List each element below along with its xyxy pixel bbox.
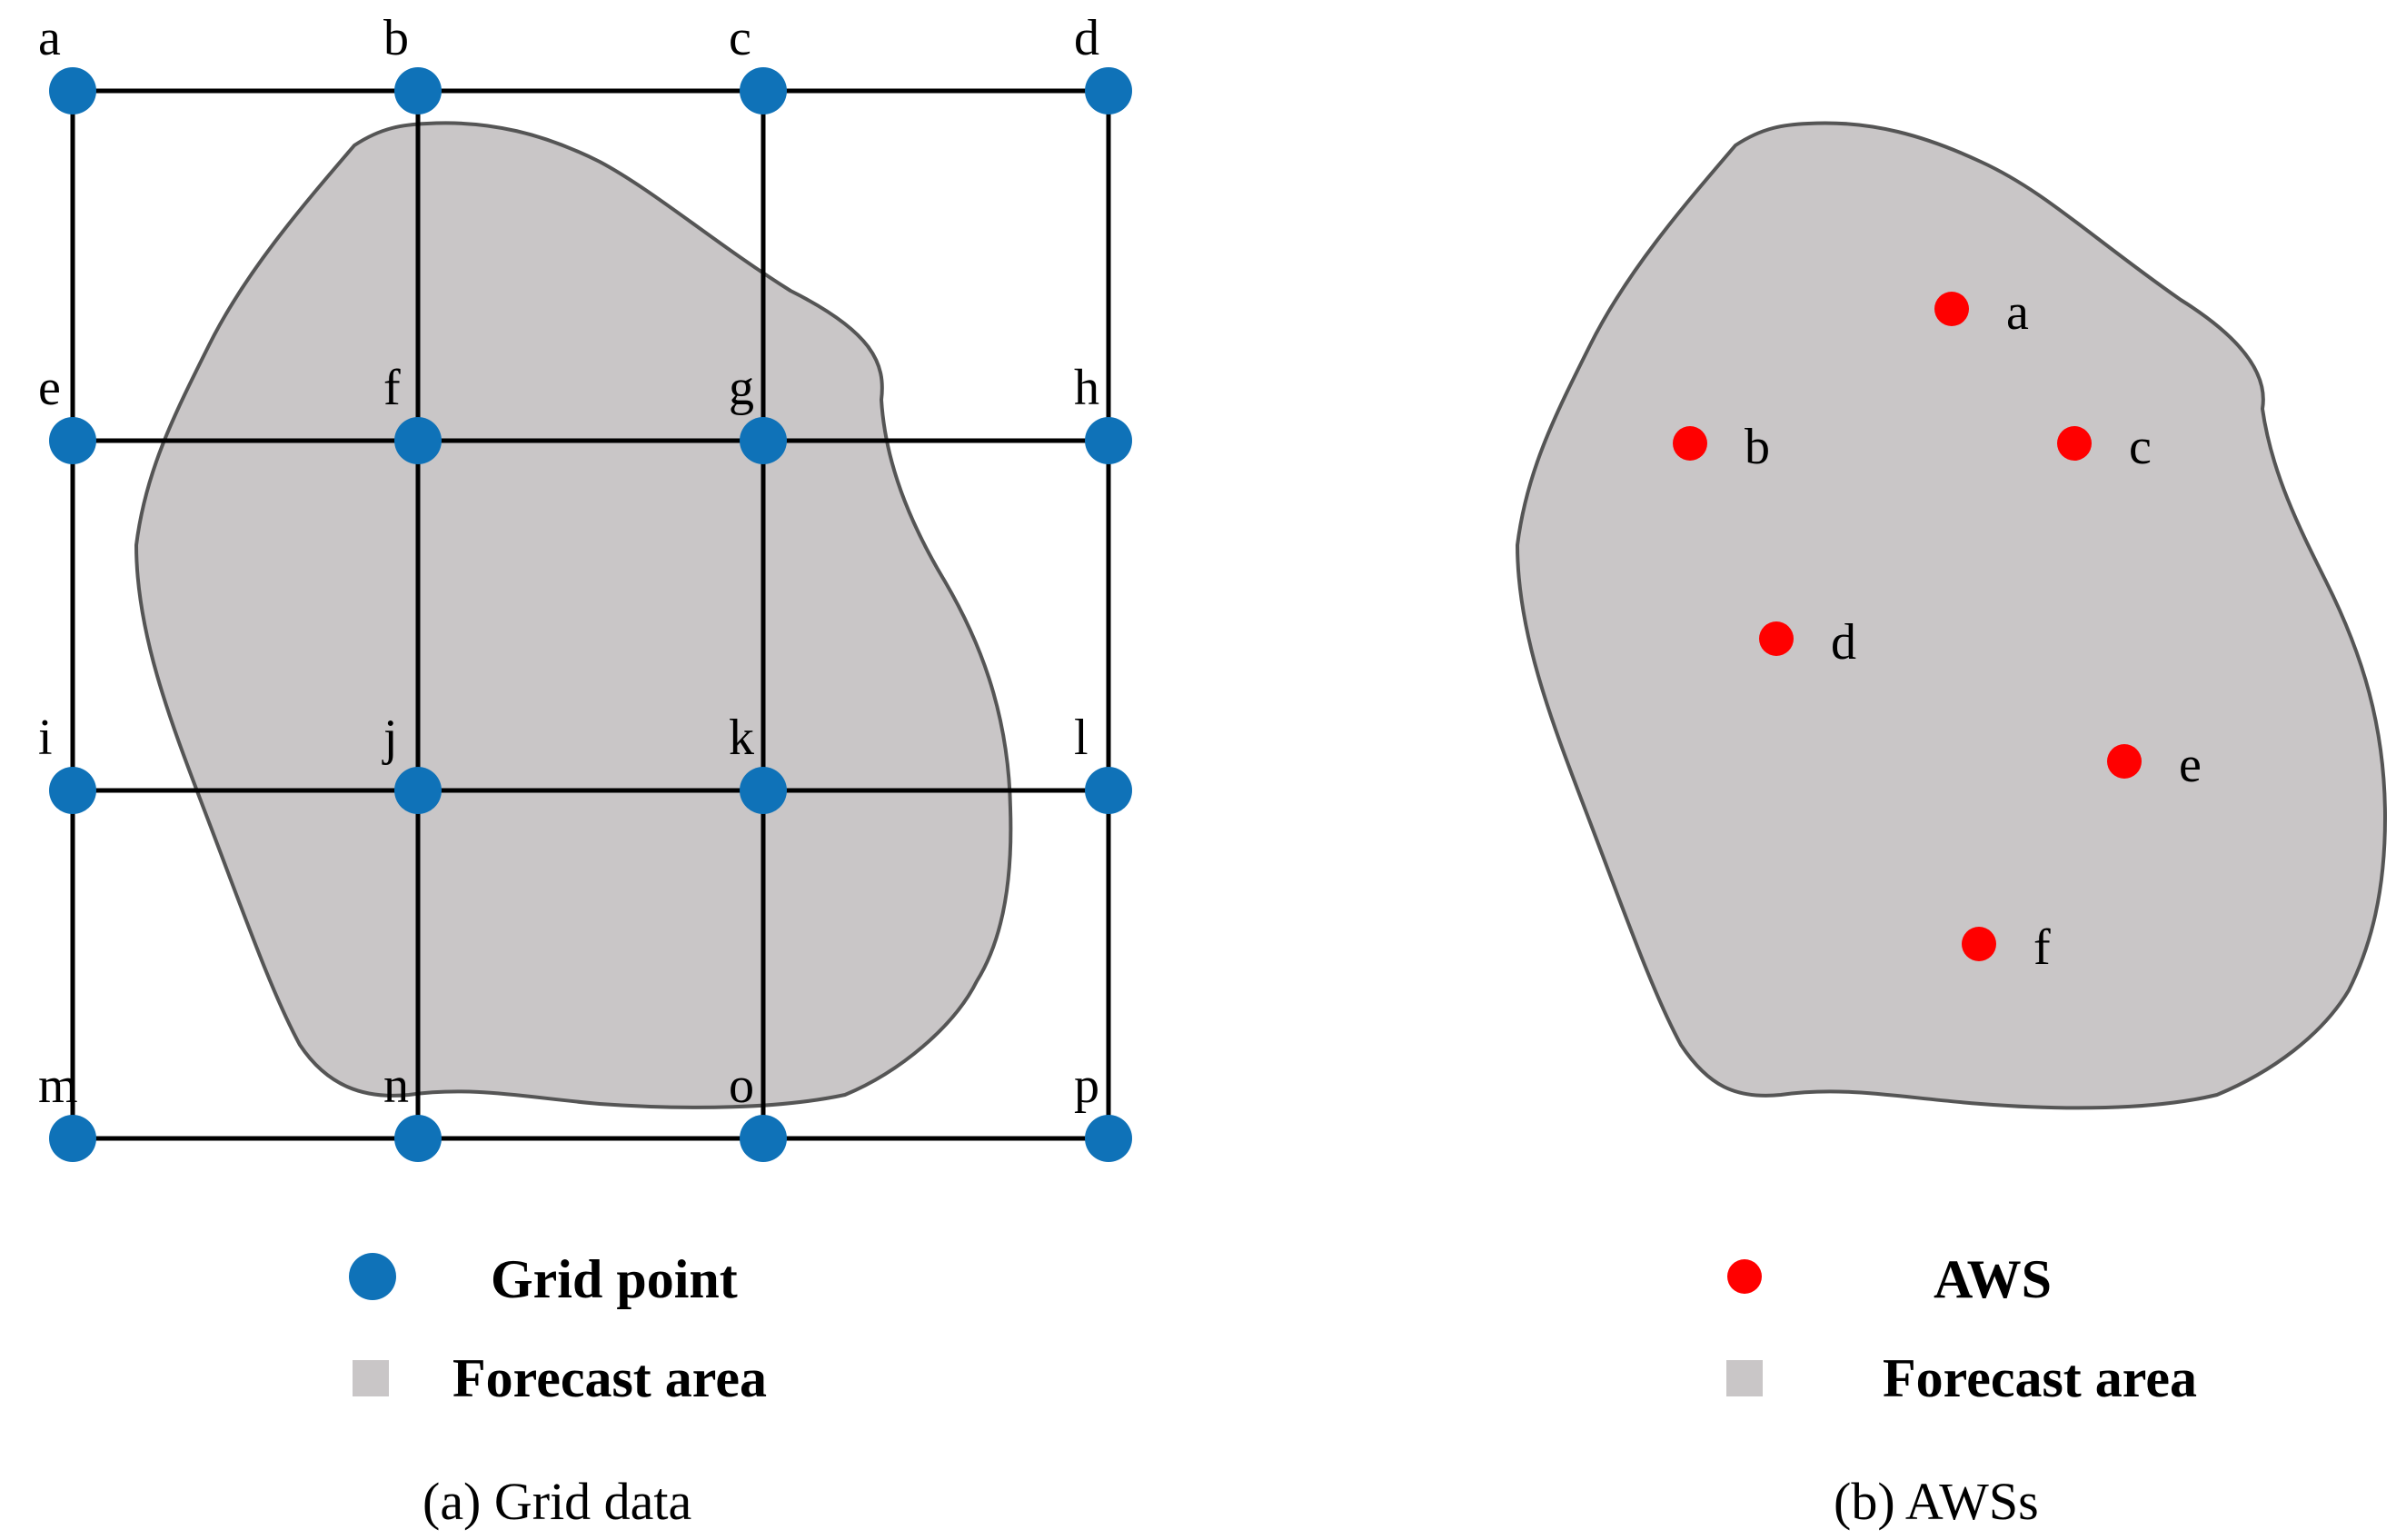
aws-label-c: c [2129,419,2152,475]
aws-label-d: d [1831,614,1856,671]
aws-point-d [1759,621,1794,656]
grid-point-n [394,1115,442,1162]
aws-label-a: a [2006,284,2029,341]
forecast-area-shape-b [1515,121,2388,1110]
aws-points [1673,292,2142,961]
aws-legend-label: AWS [1934,1249,2052,1309]
aws-point-a [1934,292,1969,326]
grid-lines [70,88,1111,1141]
grid-point-label-m: m [38,1058,78,1114]
grid-point-l [1085,767,1132,814]
grid-point-label-b: b [383,10,409,66]
grid-point-b [394,67,442,114]
forecast-area-legend-marker-a [353,1360,389,1396]
grid-point-f [394,417,442,464]
aws-point-c [2057,426,2092,461]
grid-point-k [740,767,787,814]
grid-point-c [740,67,787,114]
grid-points [49,67,1132,1162]
forecast-area-legend-label-a: Forecast area [452,1348,767,1408]
grid-point-label-l: l [1074,710,1089,766]
grid-point-m [49,1115,96,1162]
aws-label-f: f [2033,919,2051,976]
grid-point-legend-label: Grid point [491,1249,738,1309]
grid-point-label-a: a [38,10,61,66]
grid-point-e [49,417,96,464]
forecast-area-legend-marker-b [1726,1360,1763,1396]
grid-point-label-n: n [383,1058,409,1114]
grid-point-label-f: f [383,360,401,416]
grid-point-label-i: i [38,710,53,766]
grid-point-label-e: e [38,360,61,416]
aws-label-b: b [1745,419,1770,475]
aws-label-e: e [2179,737,2202,793]
grid-point-label-k: k [729,710,754,766]
aws-point-b [1673,426,1707,461]
grid-point-j [394,767,442,814]
grid-point-label-o: o [729,1058,754,1114]
grid-point-label-j: j [382,710,398,766]
aws-point-e [2107,744,2142,779]
aws-labels: a b c d e f [1745,284,2202,976]
grid-point-a [49,67,96,114]
forecast-area-legend-label-b: Forecast area [1883,1348,2197,1408]
grid-point-d [1085,67,1132,114]
grid-point-i [49,767,96,814]
panel-a: a b c d e f g h i j k l m n o p [38,10,1132,1162]
grid-point-legend-marker [349,1253,396,1300]
forecast-area-shape-a [134,121,1013,1109]
legend-a: Grid point Forecast area (a) Grid data [349,1249,767,1531]
panel-b: a b c d e f [1515,121,2388,1110]
grid-point-label-d: d [1074,10,1099,66]
grid-point-g [740,417,787,464]
legend-b: AWS Forecast area (b) AWSs [1726,1249,2197,1531]
aws-legend-marker [1727,1259,1762,1294]
aws-point-f [1962,927,1996,961]
grid-point-label-c: c [729,10,751,66]
caption-a: (a) Grid data [423,1472,691,1531]
grid-point-label-p: p [1074,1058,1099,1114]
grid-point-label-h: h [1074,360,1099,416]
grid-point-p [1085,1115,1132,1162]
caption-b: (b) AWSs [1834,1472,2039,1531]
grid-point-h [1085,417,1132,464]
grid-point-o [740,1115,787,1162]
grid-labels: a b c d e f g h i j k l m n o p [38,10,1099,1114]
grid-point-label-g: g [729,360,754,416]
